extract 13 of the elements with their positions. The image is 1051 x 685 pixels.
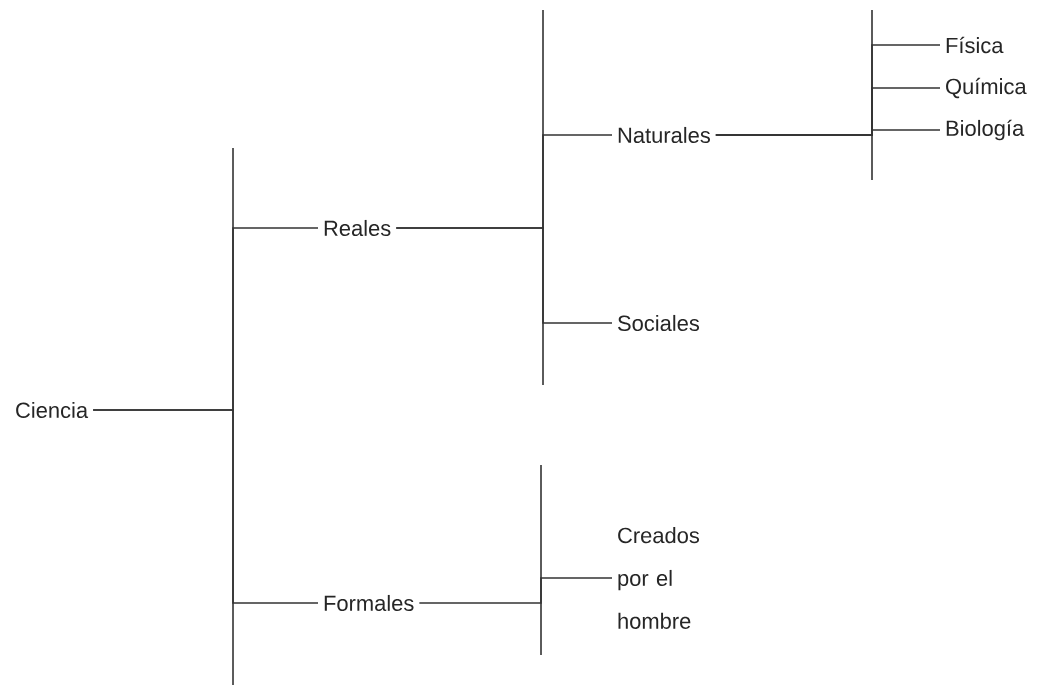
label-text: Naturales (618, 126, 710, 144)
bracket-connector (395, 227, 613, 324)
label-text: Creados por el hombre (618, 527, 700, 629)
label-text: Sociales (618, 314, 700, 332)
bracket-connector (715, 129, 941, 136)
label-text: Reales (324, 219, 391, 237)
label-text: Física (946, 36, 1004, 54)
bracket-connector (92, 409, 319, 604)
bracket-connector (418, 577, 613, 604)
label-text: Ciencia (16, 401, 89, 419)
label-text: Química (946, 77, 1027, 99)
label-text: Formales (324, 594, 414, 612)
label-text: Biología (946, 119, 1025, 141)
